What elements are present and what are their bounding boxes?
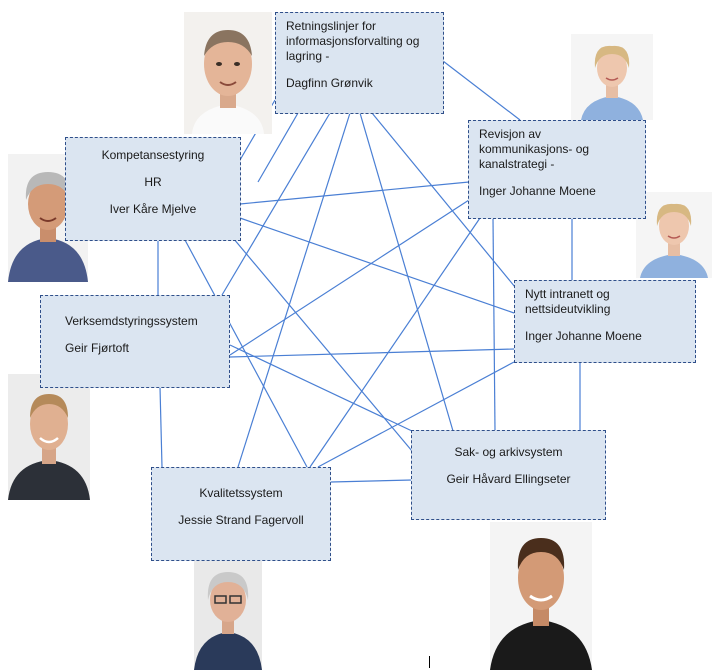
node-title: Sak- og arkivsystem bbox=[454, 445, 563, 459]
node-sak: Sak- og arkivsystem Geir Håvard Ellingse… bbox=[411, 430, 606, 520]
node-title: Revisjon av kommunikasjons- og kanalstra… bbox=[479, 127, 590, 171]
connector bbox=[309, 217, 481, 468]
node-title: Kompetansestyring bbox=[101, 148, 205, 162]
node-person: Dagfinn Grønvik bbox=[286, 76, 373, 90]
node-title: Kvalitetssystem bbox=[199, 486, 283, 500]
node-revisjon: Revisjon av kommunikasjons- og kanalstra… bbox=[468, 120, 646, 219]
node-title: Nytt intranett og nettsideutvikling bbox=[525, 287, 611, 316]
node-person: Geir Fjørtoft bbox=[65, 341, 130, 355]
connector bbox=[317, 361, 515, 468]
connector bbox=[359, 112, 454, 432]
node-kvalitet: Kvalitetssystem Jessie Strand Fagervoll bbox=[151, 467, 331, 561]
connector bbox=[221, 112, 331, 296]
connector bbox=[239, 217, 515, 314]
node-person: Geir Håvard Ellingseter bbox=[446, 472, 571, 486]
node-kompetanse: Kompetansestyring HR Iver Kåre Mjelve bbox=[65, 137, 241, 241]
connector bbox=[229, 348, 515, 358]
photo-geir-h bbox=[490, 522, 592, 670]
node-person: Inger Johanne Moene bbox=[479, 184, 596, 198]
connector bbox=[330, 479, 413, 483]
node-person: Iver Kåre Mjelve bbox=[109, 202, 197, 216]
connector bbox=[227, 231, 413, 452]
photo-inger-1 bbox=[571, 34, 653, 120]
connector bbox=[229, 199, 470, 356]
connector bbox=[492, 217, 496, 432]
connector bbox=[371, 112, 516, 288]
connector bbox=[442, 60, 521, 121]
node-title: Verksemdstyringssystem bbox=[65, 314, 198, 328]
photo-geir-f bbox=[8, 374, 90, 500]
connector bbox=[257, 112, 299, 183]
photo-inger-2 bbox=[636, 192, 712, 278]
node-retningslinjer: Retningslinjer for informasjonsforvaltin… bbox=[275, 12, 444, 114]
node-subtitle: HR bbox=[144, 175, 162, 189]
node-title: Retningslinjer for informasjonsforvaltin… bbox=[286, 19, 420, 63]
connector bbox=[239, 181, 470, 205]
node-person: Jessie Strand Fagervoll bbox=[178, 513, 304, 527]
photo-jessie bbox=[194, 560, 262, 670]
node-verksemd: Verksemdstyringssystem Geir Fjørtoft bbox=[40, 295, 230, 388]
node-person: Inger Johanne Moene bbox=[525, 329, 642, 343]
connector bbox=[159, 386, 163, 468]
photo-dagfinn bbox=[184, 12, 272, 134]
connector bbox=[184, 239, 308, 468]
text-cursor bbox=[429, 656, 430, 668]
node-intranett: Nytt intranett og nettsideutvikling Inge… bbox=[514, 280, 696, 363]
connector bbox=[229, 344, 413, 432]
connector bbox=[237, 112, 351, 468]
